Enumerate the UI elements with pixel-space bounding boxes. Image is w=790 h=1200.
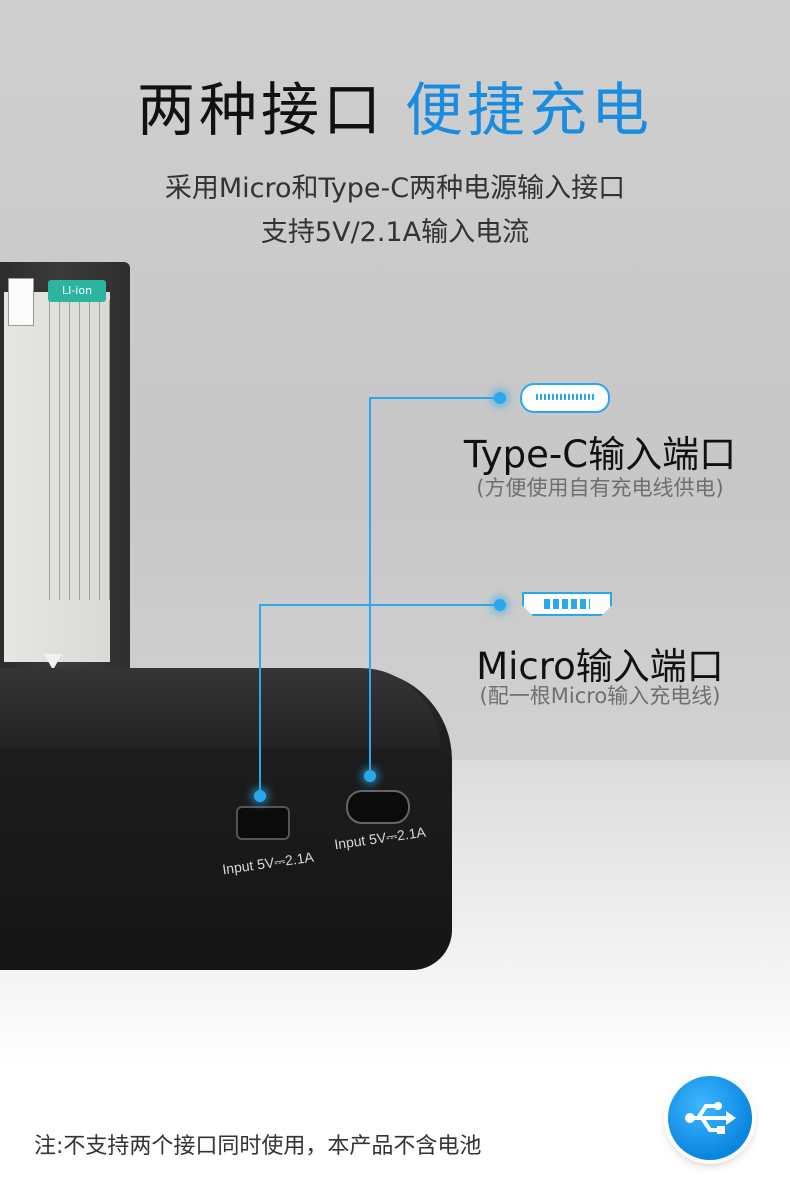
- micro-usb-port: [236, 806, 290, 840]
- battery-arrow-icon: [44, 654, 62, 670]
- title-blue: 便捷充电: [405, 76, 654, 144]
- usb-icon: [685, 1102, 736, 1134]
- subtitle-line2: 支持5V/2.1A输入电流: [260, 217, 530, 248]
- battery-text-lines: [40, 300, 110, 600]
- battery-label-area: [4, 292, 110, 662]
- subtitle-line1: 采用Micro和Type-C两种电源输入接口: [164, 173, 626, 204]
- typec-callout-note: (方便使用自有充电线供电): [476, 476, 724, 500]
- typec-leader-end-dot: [494, 392, 506, 404]
- type-c-port: [346, 790, 410, 824]
- usb-badge: [668, 1076, 752, 1160]
- battery-white-square: [8, 278, 34, 326]
- page-title: 两种接口便捷充电: [0, 70, 790, 150]
- micro-leader-end-dot: [494, 599, 506, 611]
- micro-callout-title: Micro输入端口: [476, 645, 724, 688]
- footer-note: 注:不支持两个接口同时使用，本产品不含电池: [34, 1134, 482, 1159]
- battery-image: [0, 262, 130, 682]
- typec-port-dot: [364, 770, 376, 782]
- micro-port-dot: [254, 790, 266, 802]
- type-c-connector-icon: [520, 383, 610, 413]
- micro-leader-horizontal: [259, 604, 500, 606]
- micro-usb-connector-icon: [522, 592, 612, 616]
- title-dark: 两种接口: [136, 76, 385, 144]
- typec-leader-vertical: [369, 397, 371, 777]
- micro-leader-vertical: [259, 604, 261, 794]
- typec-callout-title: Type-C输入端口: [463, 433, 737, 476]
- battery-li-ion-tag: LI-ion: [48, 280, 106, 302]
- micro-callout-note: (配一根Micro输入充电线): [479, 684, 721, 708]
- typec-leader-horizontal: [369, 397, 500, 399]
- charger-top: [0, 668, 440, 748]
